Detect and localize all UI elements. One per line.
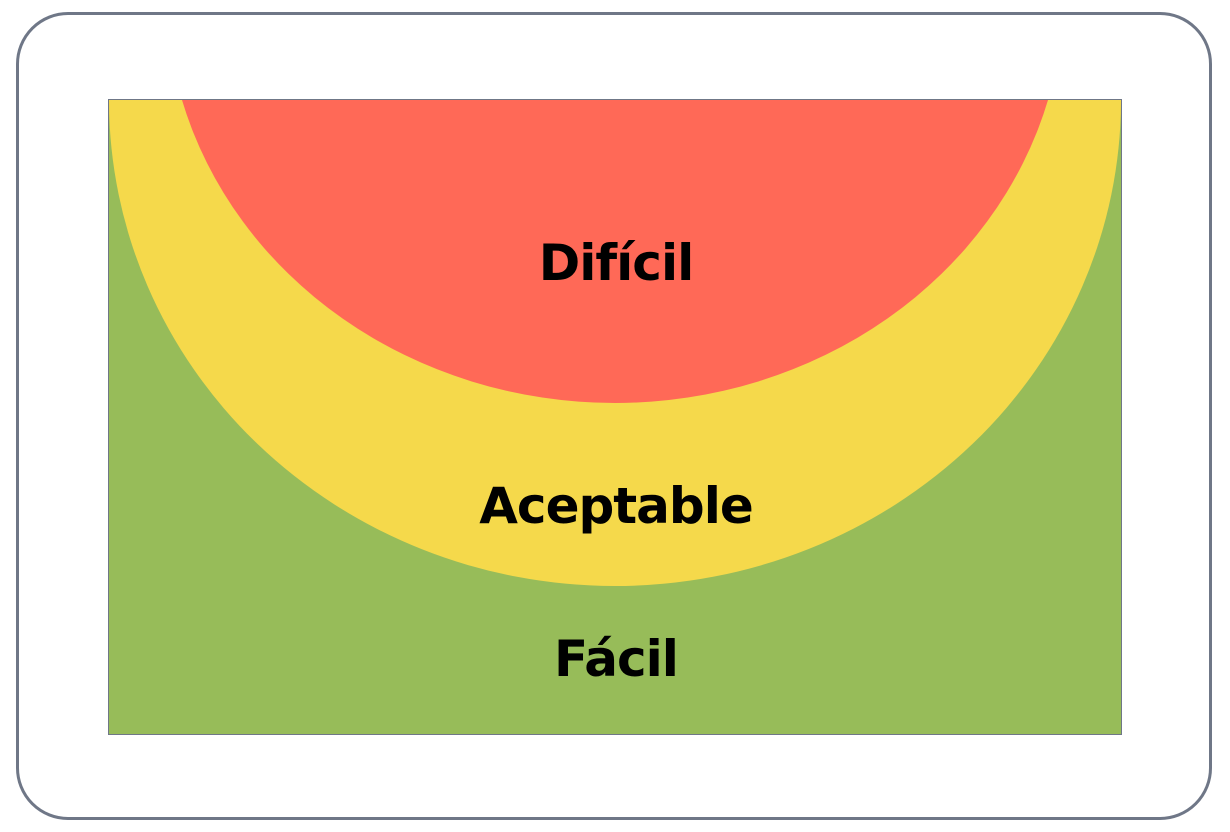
acceptable-label: Aceptable [479,477,753,535]
difficult-label: Difícil [539,234,693,292]
screen-area: Difícil Aceptable Fácil [108,99,1122,735]
difficult-zone [182,100,1048,403]
easy-label: Fácil [554,630,678,688]
reach-zones-diagram: Difícil Aceptable Fácil [109,100,1121,734]
